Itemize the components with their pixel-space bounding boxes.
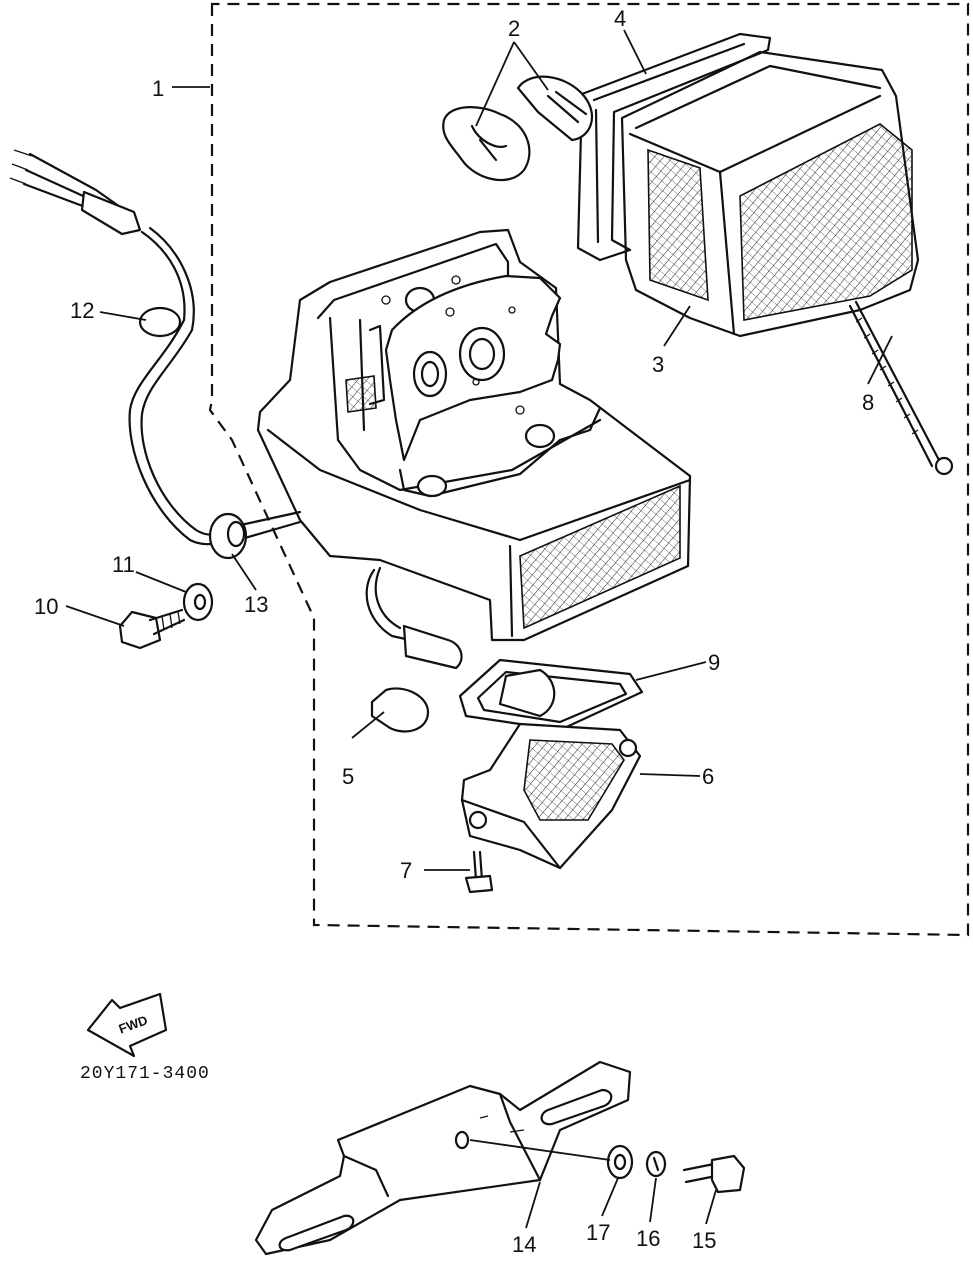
callout-3: 3 (652, 352, 664, 377)
callout-15: 15 (692, 1228, 716, 1253)
callout-6: 6 (702, 764, 714, 789)
license-bracket (254, 1060, 632, 1256)
socket-plate (384, 274, 562, 462)
tail-bulb-a (516, 75, 594, 142)
forward-arrow: FWD (86, 992, 168, 1058)
license-bulb (370, 687, 430, 733)
callout-11: 11 (112, 552, 135, 577)
lens-long-screw (848, 300, 954, 476)
license-lamp-lens (460, 722, 642, 870)
license-lamp-gasket (458, 658, 644, 732)
callout-10: 10 (34, 594, 58, 619)
tail-light-base (256, 228, 692, 642)
callout-7: 7 (400, 858, 412, 883)
callout-5: 5 (342, 764, 354, 789)
tail-light-lens (620, 50, 920, 338)
leader-lines (65, 29, 893, 1229)
assembly-boundary (208, 2, 970, 937)
callout-13: 13 (244, 592, 268, 617)
bracket-washer (606, 1144, 634, 1180)
diagram-code: 20Y171-3400 (80, 1064, 210, 1084)
callout-14: 14 (512, 1232, 536, 1257)
callout-8: 8 (862, 390, 874, 415)
lens-screw (464, 850, 494, 894)
mounting-washer (182, 582, 214, 622)
callout-4: 4 (614, 6, 626, 31)
callout-16: 16 (636, 1226, 660, 1251)
lens-gasket (576, 32, 772, 262)
wire-harness (9, 149, 302, 546)
license-lamp-socket (365, 566, 463, 670)
wire-grommet (138, 306, 248, 560)
tail-bulb-b (442, 106, 531, 182)
callouts: 1 2 3 4 5 6 7 8 9 10 11 12 13 14 15 16 1… (34, 6, 874, 1257)
bracket-bolt (682, 1154, 746, 1194)
callout-2: 2 (508, 16, 520, 41)
callout-9: 9 (708, 650, 720, 675)
mounting-bolt (118, 608, 186, 650)
callout-1: 1 (152, 76, 164, 101)
callout-17: 17 (586, 1220, 610, 1245)
bracket-lock-washer (645, 1150, 667, 1178)
callout-12: 12 (70, 298, 94, 323)
